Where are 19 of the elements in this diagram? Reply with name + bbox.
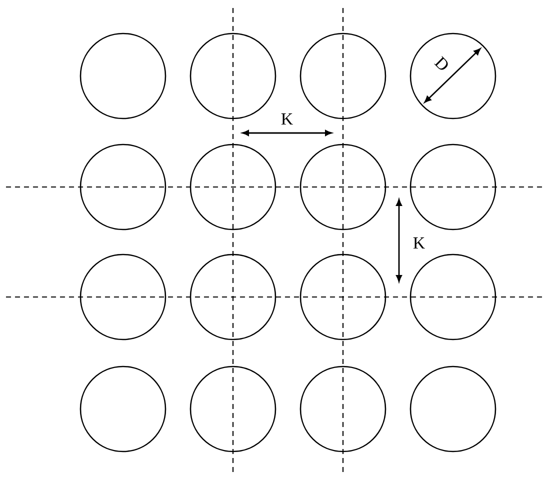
circle xyxy=(80,254,166,340)
dimension-label: D xyxy=(434,56,448,70)
circle xyxy=(190,32,276,120)
circle xyxy=(80,32,166,120)
circle xyxy=(410,144,496,230)
circle xyxy=(410,254,496,340)
circle xyxy=(300,32,386,120)
circle xyxy=(80,366,166,452)
circle xyxy=(410,32,496,120)
circle xyxy=(190,366,276,452)
dimension-label: K xyxy=(413,237,425,249)
circle xyxy=(190,254,276,340)
circle xyxy=(300,144,386,230)
circle xyxy=(300,254,386,340)
circle xyxy=(190,144,276,230)
circle xyxy=(300,366,386,452)
circle xyxy=(80,144,166,230)
circle xyxy=(410,366,496,452)
dimension-label: K xyxy=(281,113,293,125)
